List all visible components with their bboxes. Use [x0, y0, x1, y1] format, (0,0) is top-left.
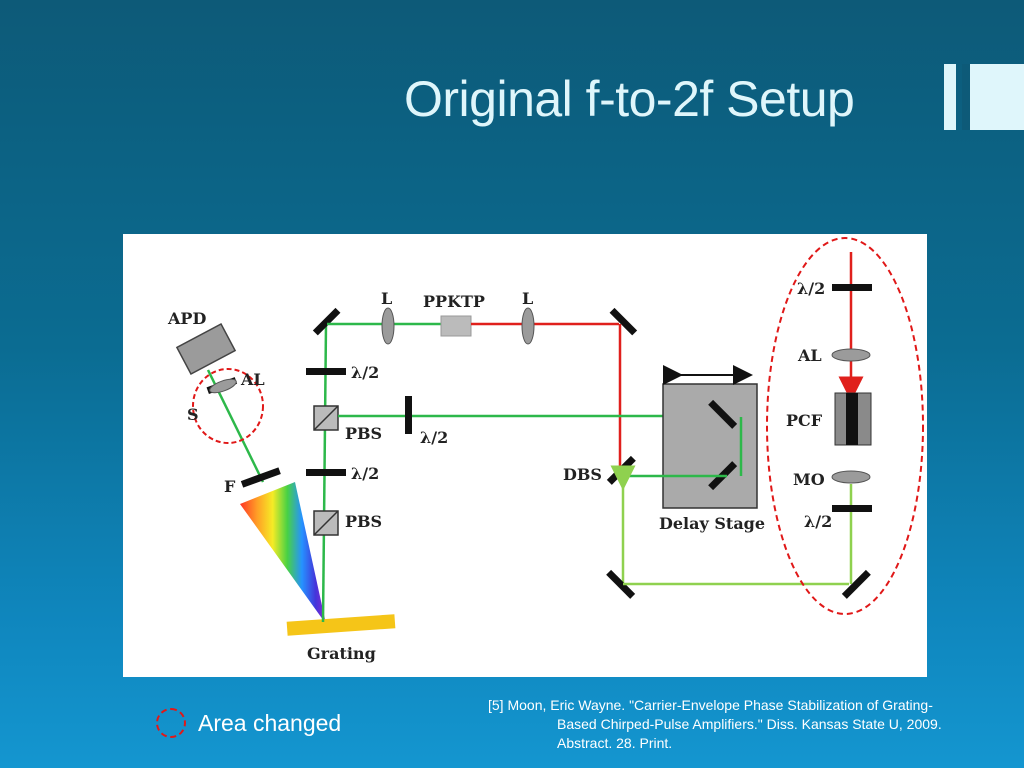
highlight-left — [192, 368, 264, 444]
filter-f — [240, 467, 281, 488]
waveplate-1 — [306, 368, 346, 375]
label-half-wave-3: λ/2 — [351, 464, 379, 483]
label-half-wave-2: λ/2 — [420, 428, 448, 447]
lens-al-left — [209, 378, 237, 394]
waveplate-2 — [306, 469, 346, 476]
label-ppktp: PPKTP — [423, 292, 485, 311]
apd-detector — [175, 323, 237, 375]
label-grating: Grating — [307, 644, 376, 663]
label-pcf: PCF — [786, 411, 823, 430]
label-s: S — [187, 405, 199, 424]
label-delay-stage: Delay Stage — [659, 514, 765, 533]
label-al-right: AL — [797, 346, 822, 365]
waveplate-top-right — [832, 284, 872, 291]
grating-element — [286, 614, 396, 636]
mirror-top-right — [609, 307, 638, 336]
mirror-bottom-right — [841, 569, 871, 599]
dashed-circle-icon — [156, 708, 186, 738]
label-half-wave-bottom-right: λ/2 — [804, 512, 832, 531]
legend-text: Area changed — [198, 709, 342, 736]
mirror-bottom-left — [606, 569, 636, 599]
label-mo: MO — [793, 470, 825, 489]
lens-al-right — [831, 348, 871, 362]
label-half-wave-top-right: λ/2 — [797, 279, 825, 298]
label-f: F — [224, 477, 236, 496]
label-half-wave-1: λ/2 — [351, 363, 379, 382]
title-decoration — [940, 62, 1024, 132]
legend: Area changed — [156, 706, 341, 740]
lens-mo — [831, 470, 871, 484]
label-dbs: DBS — [563, 465, 602, 484]
delay-stage — [662, 383, 758, 509]
citation-line-1: [5] Moon, Eric Wayne. "Carrier-Envelope … — [488, 697, 933, 713]
lens-l-right — [521, 307, 535, 345]
waveplate-bottom-right — [832, 505, 872, 512]
label-pbs-1: PBS — [345, 424, 382, 443]
label-l-right: L — [522, 289, 533, 308]
lens-l-left — [381, 307, 395, 345]
dbs-mirror — [606, 455, 636, 485]
spectrum-fan — [240, 482, 326, 624]
setup-diagram: APD AL S F Grating L PPKTP L λ/2 PBS λ/2… — [123, 234, 927, 677]
mirror-top-left — [312, 307, 341, 336]
citation-line-3: Abstract. 28. Print. — [557, 735, 673, 751]
waveplate-vertical — [405, 396, 412, 434]
highlight-right — [766, 237, 924, 615]
label-pbs-2: PBS — [345, 512, 382, 531]
label-l-left: L — [381, 289, 392, 308]
label-apd: APD — [167, 309, 206, 328]
label-al-left: AL — [240, 370, 265, 389]
citation-line-2: Based Chirped-Pulse Amplifiers." Diss. K… — [557, 716, 942, 732]
citation: [5] Moon, Eric Wayne. "Carrier-Envelope … — [488, 696, 1008, 753]
ppktp-crystal — [440, 315, 472, 337]
slide-title: Original f-to-2f Setup — [404, 71, 855, 127]
